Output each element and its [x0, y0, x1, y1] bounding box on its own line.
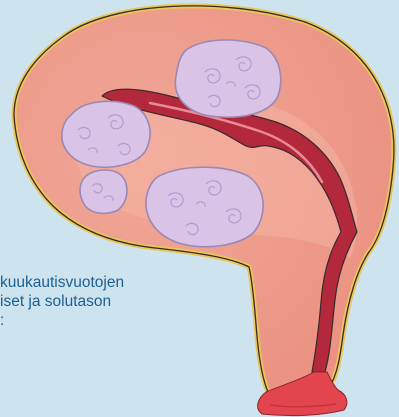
caption-line-1: kuukautisvuotojen — [0, 273, 330, 292]
fibroid-left-lower — [80, 170, 127, 213]
caption-line-3: : — [0, 311, 330, 330]
fibroid-top — [175, 40, 280, 117]
caption-line-2: iset ja solutason — [0, 292, 330, 311]
caption-text: kuukautisvuotojen iset ja solutason : — [0, 273, 330, 330]
fibroid-left-upper — [62, 101, 150, 167]
fibroid-center — [146, 167, 263, 246]
